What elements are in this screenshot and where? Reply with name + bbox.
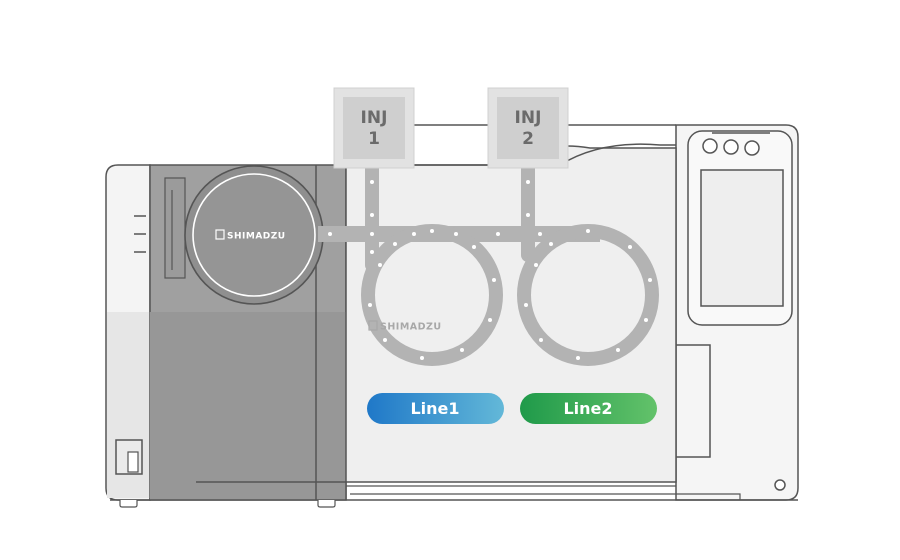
base-rail	[110, 481, 798, 508]
status-led	[744, 140, 760, 156]
oven-door: SHIMADZU	[149, 164, 347, 501]
power-indicator	[774, 479, 786, 491]
line2-badge: Line2	[520, 393, 657, 424]
oven-window	[192, 173, 316, 297]
door-logo: SHIMADZU	[215, 229, 286, 242]
column-flow-path	[318, 158, 659, 366]
injector-1: INJ 1	[333, 87, 415, 169]
door-logo-text: SHIMADZU	[227, 232, 286, 242]
display-screen	[700, 169, 784, 307]
oven-logo-text: SHIMADZU	[380, 322, 442, 333]
left-side-panel	[105, 164, 151, 501]
line2-label: Line2	[563, 399, 612, 418]
injector-1-label: INJ	[361, 108, 388, 128]
status-led	[702, 138, 718, 154]
foot	[317, 500, 336, 508]
line1-badge: Line1	[367, 393, 504, 424]
injector-2-label: INJ	[515, 108, 542, 128]
foot	[119, 500, 138, 508]
injector-1-number: 1	[368, 129, 380, 149]
status-led	[723, 139, 739, 155]
right-front-panel	[675, 124, 799, 501]
injector-2: INJ 2	[487, 87, 569, 169]
column-oven-panel	[345, 124, 677, 483]
front-latch	[675, 344, 711, 458]
line1-label: Line1	[410, 399, 459, 418]
injector-2-number: 2	[522, 129, 534, 149]
oven-logo: SHIMADZU	[368, 320, 442, 333]
